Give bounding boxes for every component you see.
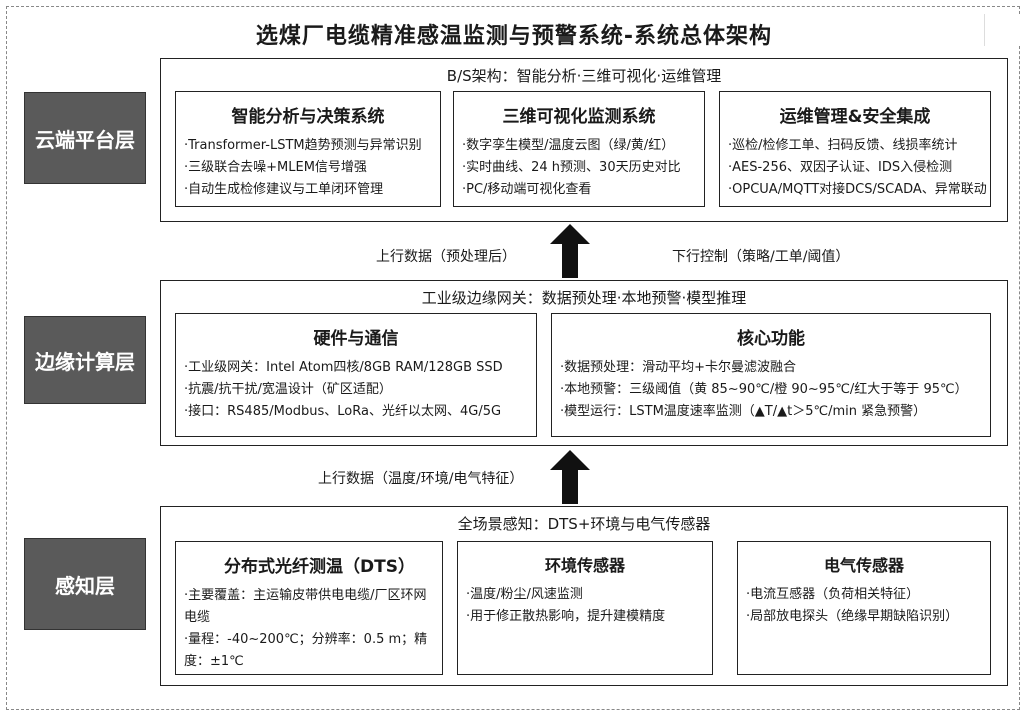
card-title: 环境传感器: [544, 556, 625, 575]
layer-label-edge: 边缘计算层: [24, 316, 146, 404]
card-item: ·OPCUA/MQTT对接DCS/SCADA、异常联动: [728, 182, 987, 197]
card-item: ·温度/粉尘/风速监测: [466, 587, 583, 602]
card-item: ·抗震/抗干扰/宽温设计（矿区适配）: [184, 382, 392, 397]
card-item: ·数据预处理：滑动平均+卡尔曼滤波融合: [560, 360, 797, 375]
card-item: ·数字孪生模型/温度云图（绿/黄/红）: [462, 138, 675, 153]
card-title: 三维可视化监测系统: [502, 107, 656, 127]
card-item: ·实时曲线、24 h预测、30天历史对比: [462, 160, 681, 175]
outer-frame: [6, 6, 1020, 710]
blank-corner: [984, 14, 1021, 46]
card-3d-visualization: 三维可视化监测系统 ·数字孪生模型/温度云图（绿/黄/红） ·实时曲线、24 h…: [453, 91, 705, 207]
card-item: ·工业级网关：Intel Atom四核/8GB RAM/128GB SSD: [184, 360, 503, 375]
card-item: ·用于修正散热影响，提升建模精度: [466, 609, 666, 624]
card-item: ·接口：RS485/Modbus、LoRa、光纤以太网、4G/5G: [184, 404, 502, 419]
card-smart-analysis: 智能分析与决策系统 ·Transformer-LSTM趋势预测与异常识别 ·三级…: [175, 91, 441, 207]
flow-label-up-preprocessed: 上行数据（预处理后）: [376, 249, 516, 265]
card-title: 运维管理&安全集成: [779, 107, 931, 127]
layer-box-edge: 工业级边缘网关：数据预处理·本地预警·模型推理 硬件与通信 ·工业级网关：Int…: [160, 280, 1008, 446]
flow-label-up-sensor-data: 上行数据（温度/环境/电气特征）: [318, 471, 524, 487]
card-env-sensors: 环境传感器 ·温度/粉尘/风速监测 ·用于修正散热影响，提升建模精度: [457, 541, 713, 675]
card-item: ·电流互感器（负荷相关特征）: [746, 587, 920, 602]
card-hardware-comm: 硬件与通信 ·工业级网关：Intel Atom四核/8GB RAM/128GB …: [175, 313, 537, 437]
card-item: ·PC/移动端可视化查看: [462, 182, 592, 197]
card-title: 智能分析与决策系统: [231, 107, 385, 127]
card-item: ·局部放电探头（绝缘早期缺陷识别）: [746, 609, 959, 624]
up-arrow-icon: [550, 224, 590, 278]
card-title: 硬件与通信: [313, 329, 399, 349]
layer-box-cloud: B/S架构：智能分析·三维可视化·运维管理 智能分析与决策系统 ·Transfo…: [160, 58, 1008, 222]
diagram-title: 选煤厂电缆精准感温监测与预警系统-系统总体架构: [255, 24, 773, 49]
card-item: ·量程：-40~200℃；分辨率：0.5 m；精度：±1℃: [184, 632, 428, 669]
card-item: ·Transformer-LSTM趋势预测与异常识别: [184, 138, 422, 153]
flow-label-down-control: 下行控制（策略/工单/阈值）: [672, 249, 850, 265]
layer-label-sense: 感知层: [24, 538, 146, 630]
card-item: ·AES-256、双因子认证、IDS入侵检测: [728, 160, 953, 175]
card-item: ·巡检/检修工单、扫码反馈、线损率统计: [728, 138, 958, 153]
layer-header-cloud: B/S架构：智能分析·三维可视化·运维管理: [446, 67, 722, 85]
card-title: 核心功能: [737, 329, 805, 349]
card-title: 分布式光纤测温（DTS）: [224, 557, 415, 577]
card-elec-sensors: 电气传感器 ·电流互感器（负荷相关特征） ·局部放电探头（绝缘早期缺陷识别）: [737, 541, 991, 675]
layer-label-cloud: 云端平台层: [24, 92, 146, 184]
card-item: ·本地预警：三级阈值（黄 85~90℃/橙 90~95℃/红大于等于 95℃）: [560, 382, 968, 397]
card-item: ·主要覆盖：主运输皮带供电电缆/厂区环网电缆: [184, 588, 427, 625]
card-title: 电气传感器: [823, 556, 904, 575]
layer-box-sense: 全场景感知：DTS+环境与电气传感器 分布式光纤测温（DTS） ·主要覆盖：主运…: [160, 506, 1008, 686]
layer-header-sense: 全场景感知：DTS+环境与电气传感器: [457, 515, 711, 533]
card-item: ·自动生成检修建议与工单闭环管理: [184, 182, 384, 197]
card-core-functions: 核心功能 ·数据预处理：滑动平均+卡尔曼滤波融合 ·本地预警：三级阈值（黄 85…: [551, 313, 991, 437]
layer-header-edge: 工业级边缘网关：数据预处理·本地预警·模型推理: [421, 289, 747, 307]
card-dts: 分布式光纤测温（DTS） ·主要覆盖：主运输皮带供电电缆/厂区环网电缆 ·量程：…: [175, 541, 443, 675]
card-item: ·三级联合去噪+MLEM信号增强: [184, 160, 367, 175]
up-arrow-icon: [550, 450, 590, 504]
card-ops-security: 运维管理&安全集成 ·巡检/检修工单、扫码反馈、线损率统计 ·AES-256、双…: [719, 91, 991, 207]
card-item: ·模型运行：LSTM温度速率监测（▲T/▲t＞5℃/min 紧急预警）: [560, 404, 927, 419]
